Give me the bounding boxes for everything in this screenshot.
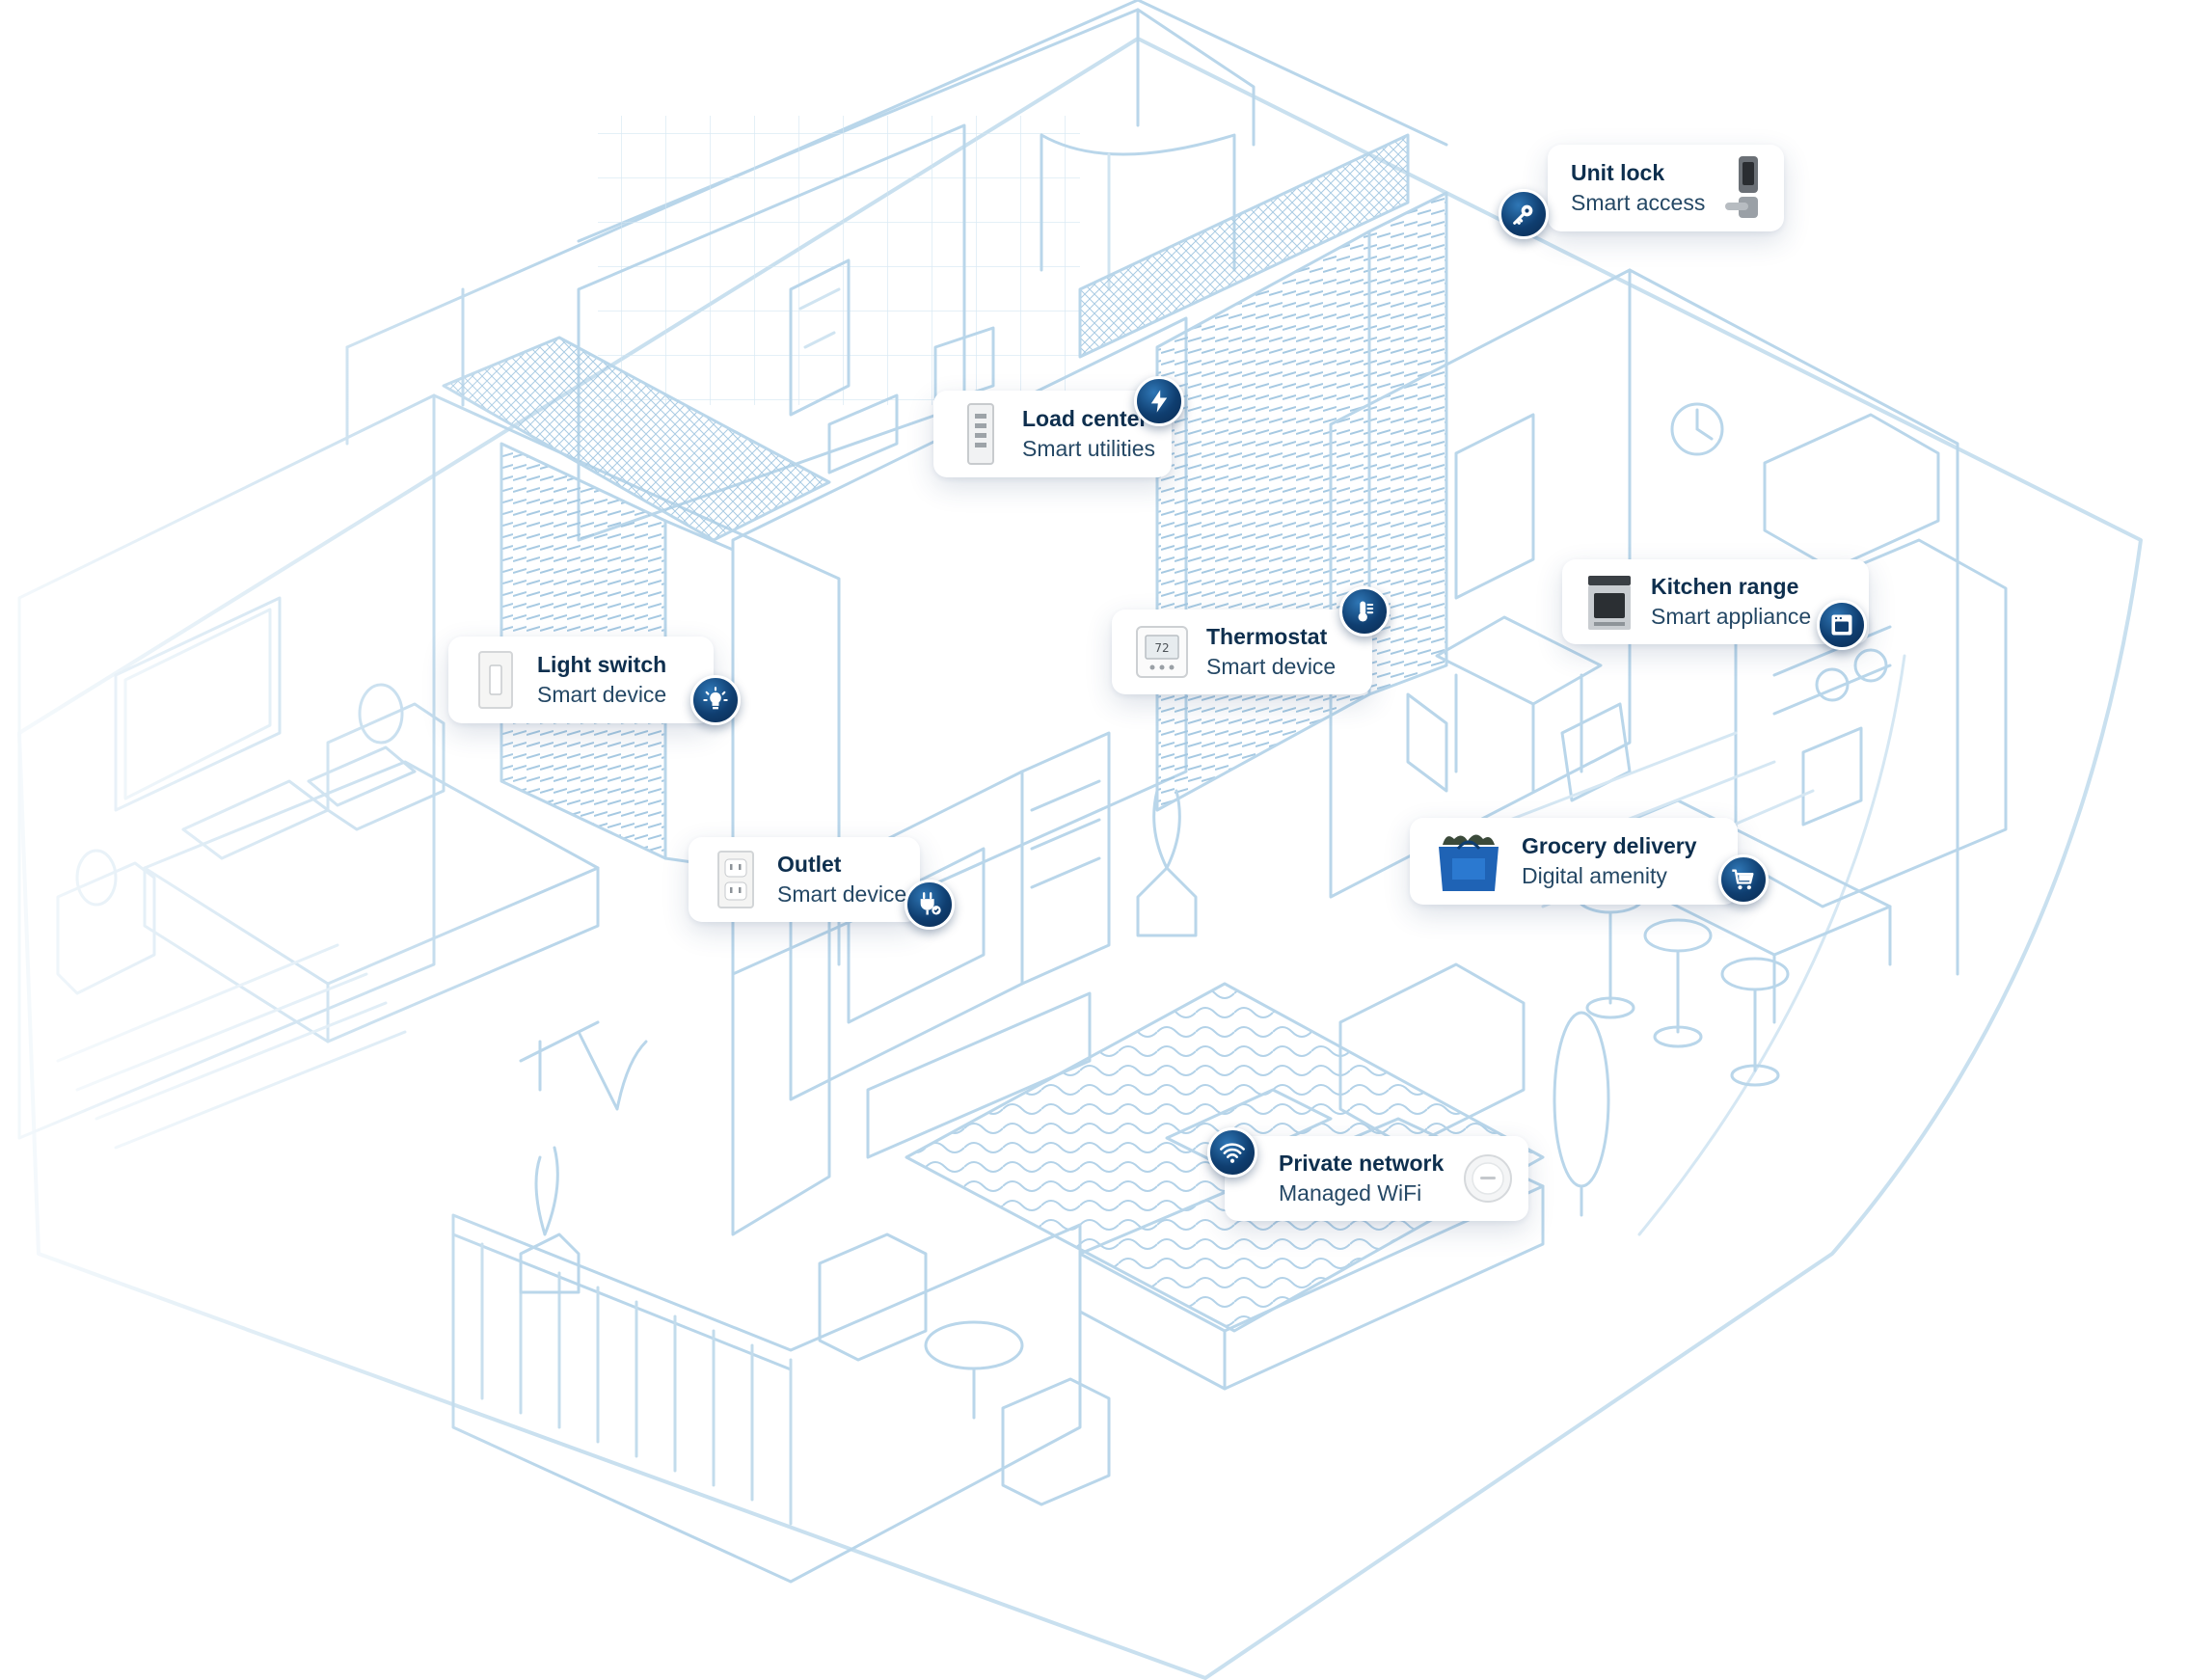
unit-lock-callout[interactable]: Unit lock Smart access (1548, 145, 1784, 231)
thermostat-title: Thermostat (1206, 624, 1328, 649)
private-network-title: Private network (1279, 1151, 1445, 1176)
unit-lock-subtitle: Smart access (1571, 190, 1706, 215)
plug-check-icon[interactable] (905, 880, 955, 930)
breaker-panel-thumbnail (957, 402, 1005, 466)
wifi-icon[interactable] (1207, 1127, 1257, 1178)
load-center-subtitle: Smart utilities (1022, 436, 1156, 461)
key-icon[interactable] (1499, 189, 1549, 239)
private-network-callout[interactable]: Private network Managed WiFi (1225, 1136, 1528, 1221)
unit-lock-title: Unit lock (1571, 160, 1665, 185)
switch-plate-thumbnail (472, 648, 520, 712)
outlet-thumbnail (712, 848, 760, 911)
grocery-delivery-callout[interactable]: Grocery delivery Digital amenity (1410, 818, 1738, 905)
light-switch-subtitle: Smart device (537, 682, 667, 707)
light-bulb-icon[interactable] (690, 675, 741, 725)
shopping-cart-icon[interactable] (1718, 854, 1769, 905)
kitchen-range-subtitle: Smart appliance (1651, 604, 1812, 629)
outlet-subtitle: Smart device (777, 881, 907, 907)
kitchen-range-title: Kitchen range (1651, 574, 1799, 599)
thermostat-callout[interactable]: 72 Thermostat Smart device (1112, 610, 1372, 694)
load-center-title: Load center (1022, 406, 1148, 431)
access-point-thumbnail (1461, 1147, 1515, 1210)
light-switch-callout[interactable]: Light switch Smart device (448, 637, 714, 723)
load-center-callout[interactable]: Load center Smart utilities (933, 391, 1172, 477)
thermometer-icon[interactable] (1339, 586, 1390, 637)
oven-icon[interactable] (1817, 600, 1867, 650)
grocery-delivery-title: Grocery delivery (1522, 833, 1697, 858)
svg-text:72: 72 (1154, 641, 1169, 655)
thermostat-subtitle: Smart device (1206, 654, 1337, 679)
outlet-callout[interactable]: Outlet Smart device (689, 837, 920, 922)
door-lock-thumbnail (1722, 156, 1770, 220)
light-switch-title: Light switch (537, 652, 667, 677)
grocery-delivery-subtitle: Digital amenity (1522, 863, 1667, 888)
grocery-bag-thumbnail (1433, 829, 1504, 893)
range-thumbnail (1585, 570, 1634, 634)
lightning-bolt-icon[interactable] (1134, 376, 1184, 426)
outlet-title: Outlet (777, 852, 842, 877)
private-network-subtitle: Managed WiFi (1279, 1180, 1422, 1206)
thermostat-thumbnail: 72 (1135, 620, 1189, 684)
